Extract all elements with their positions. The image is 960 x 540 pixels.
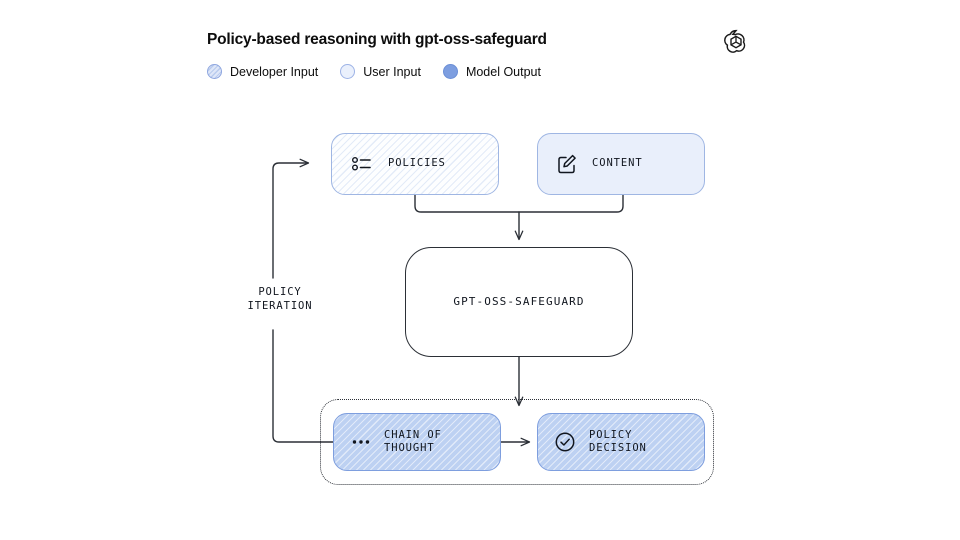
- legend-item-model-output: Model Output: [442, 64, 541, 79]
- policy-iteration-label: POLICY ITERATION: [247, 286, 313, 313]
- node-chain-of-thought[interactable]: CHAIN OF THOUGHT: [333, 413, 501, 471]
- legend-item-developer-input: Developer Input: [207, 64, 318, 79]
- list-icon: [351, 153, 373, 175]
- model-output-group: [320, 399, 714, 485]
- edit-square-icon: [555, 152, 579, 176]
- light-circle-icon: [340, 64, 356, 79]
- node-content[interactable]: CONTENT: [537, 133, 705, 195]
- node-gpt-oss-safeguard[interactable]: GPT-OSS-SAFEGUARD: [405, 247, 633, 357]
- legend-label: Model Output: [465, 64, 541, 79]
- node-label: CHAIN OF THOUGHT: [384, 428, 442, 454]
- legend: Developer Input User Input Model Output: [207, 64, 563, 79]
- ellipsis-icon: [350, 431, 372, 453]
- legend-label: Developer Input: [230, 64, 319, 79]
- legend-label: User Input: [363, 64, 421, 79]
- node-policy-decision[interactable]: POLICY DECISION: [537, 413, 705, 471]
- node-policies[interactable]: POLICIES: [331, 133, 499, 195]
- node-label: POLICY DECISION: [589, 428, 647, 454]
- page-title: Policy-based reasoning with gpt-oss-safe…: [207, 31, 547, 48]
- node-label: GPT-OSS-SAFEGUARD: [453, 294, 585, 308]
- legend-item-user-input: User Input: [340, 64, 421, 79]
- hatched-circle-icon: [207, 64, 222, 79]
- openai-logo-icon: [722, 28, 750, 56]
- check-circle-icon: [553, 430, 577, 454]
- filled-circle-icon: [442, 64, 458, 79]
- node-label: CONTENT: [592, 157, 643, 170]
- node-label: POLICIES: [388, 157, 446, 170]
